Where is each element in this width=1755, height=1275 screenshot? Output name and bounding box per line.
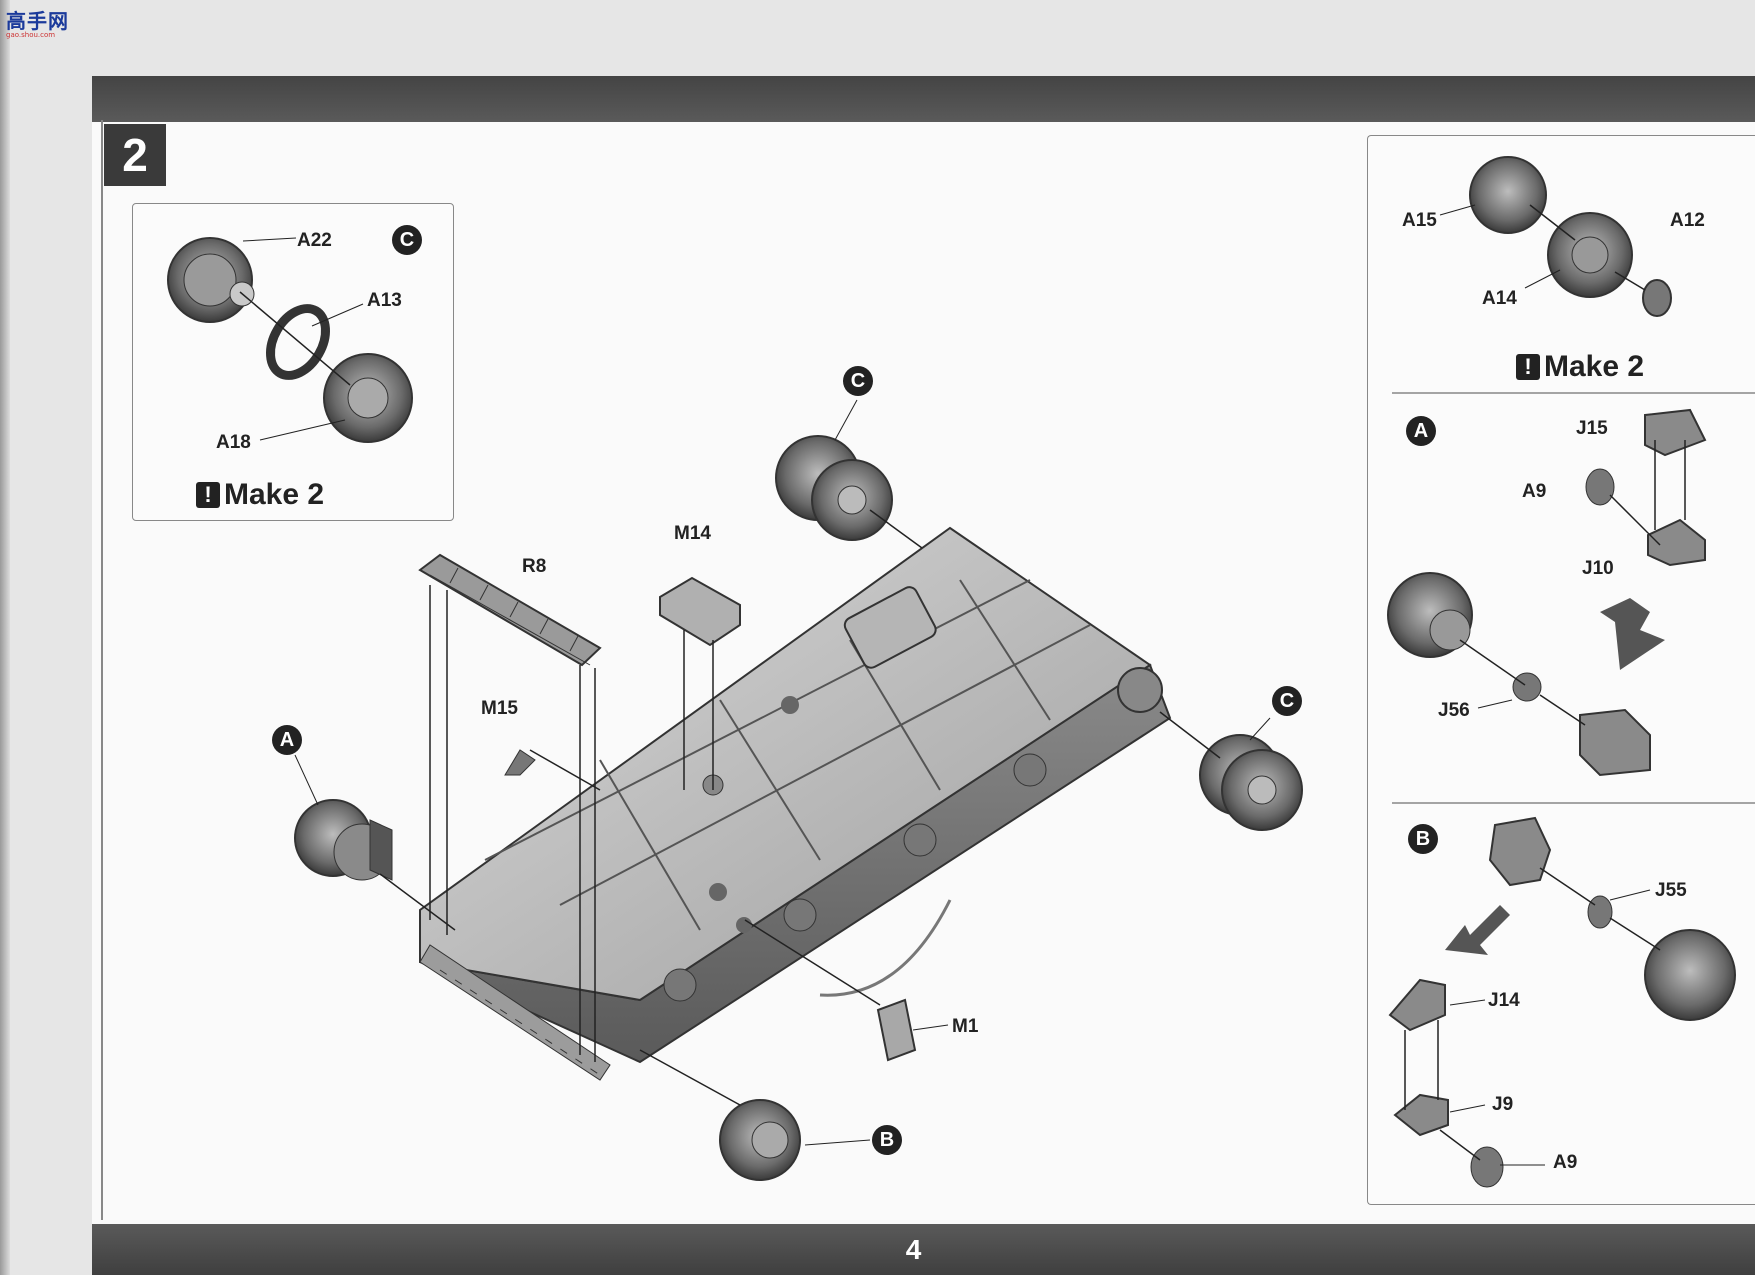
label-j56: J56	[1438, 700, 1470, 721]
hub-j55	[1587, 895, 1613, 929]
marker-c-right: C	[1272, 686, 1302, 716]
label-j55: J55	[1655, 880, 1687, 901]
part-m14	[659, 576, 741, 647]
bracket-j9	[1393, 1093, 1449, 1137]
part-r8	[418, 553, 602, 667]
wheel-assembly-a	[294, 799, 393, 881]
label-m14: M14	[674, 523, 711, 544]
hub-j56	[1512, 672, 1542, 702]
label-j10: J10	[1582, 558, 1614, 579]
wheel-b-detail	[1644, 929, 1736, 1021]
cap-a12	[1642, 279, 1672, 317]
sprocket-c-right	[1199, 734, 1303, 831]
wheel-subassembly-panel	[1367, 135, 1755, 1205]
label-a22: A22	[297, 230, 332, 251]
warning-icon: !	[1516, 354, 1540, 380]
marker-b-main: B	[872, 1125, 902, 1155]
label-r8: R8	[522, 556, 547, 577]
label-a15: A15	[1402, 210, 1437, 231]
label-a12: A12	[1670, 210, 1705, 231]
label-m1: M1	[952, 1016, 979, 1037]
make-2-label: Make 2	[1544, 350, 1645, 383]
site-logo-url: gao.shou.com	[6, 31, 56, 39]
wheel-a15	[1469, 156, 1547, 234]
page-spine	[101, 120, 103, 1220]
spacer-ring-a13	[266, 304, 330, 380]
wheel-a14	[1547, 212, 1633, 298]
label-j15: J15	[1576, 418, 1608, 439]
warning-icon: !	[196, 482, 220, 508]
part-m15	[504, 749, 536, 776]
hub-a9-a	[1585, 468, 1615, 506]
marker-c-top: C	[843, 366, 873, 396]
sprocket-c-top	[775, 435, 893, 541]
wheel-assembly-b	[719, 1099, 801, 1181]
marker-a-main: A	[272, 725, 302, 755]
marker-c-left: C	[392, 225, 422, 255]
marker-b-right: B	[1408, 824, 1438, 854]
label-a14: A14	[1482, 288, 1517, 309]
label-a9-a: A9	[1522, 481, 1547, 502]
make-2-left: !Make 2	[196, 478, 324, 512]
step-number: 2	[104, 124, 166, 186]
page-number: 4	[905, 1233, 922, 1265]
make-2-right: !Make 2	[1516, 350, 1644, 384]
part-m1	[876, 998, 917, 1062]
sprocket-a22	[167, 237, 255, 323]
bracket-j10	[1647, 518, 1706, 567]
sprocket-a18	[323, 353, 413, 443]
bottom-bar: 4	[92, 1224, 1755, 1275]
top-bar	[92, 76, 1755, 122]
wheel-a-detail	[1387, 572, 1473, 658]
binding-edge	[0, 0, 10, 1275]
label-a9-b: A9	[1553, 1152, 1578, 1173]
marker-a-right: A	[1406, 416, 1436, 446]
label-a18: A18	[216, 432, 251, 453]
housing-b	[1488, 816, 1552, 887]
label-j14: J14	[1488, 990, 1520, 1011]
housing-a	[1579, 708, 1651, 777]
make-2-label: Make 2	[224, 478, 325, 511]
hub-a9-b	[1470, 1146, 1504, 1188]
hull-lower	[419, 526, 1172, 1081]
label-j9: J9	[1492, 1094, 1514, 1115]
bracket-j14	[1388, 978, 1446, 1032]
site-logo-text: 高手网	[6, 9, 69, 33]
label-a13: A13	[367, 290, 402, 311]
bracket-j15	[1644, 408, 1707, 457]
label-m15: M15	[481, 698, 518, 719]
site-logo: 高手网 gao.shou.com	[6, 5, 72, 39]
